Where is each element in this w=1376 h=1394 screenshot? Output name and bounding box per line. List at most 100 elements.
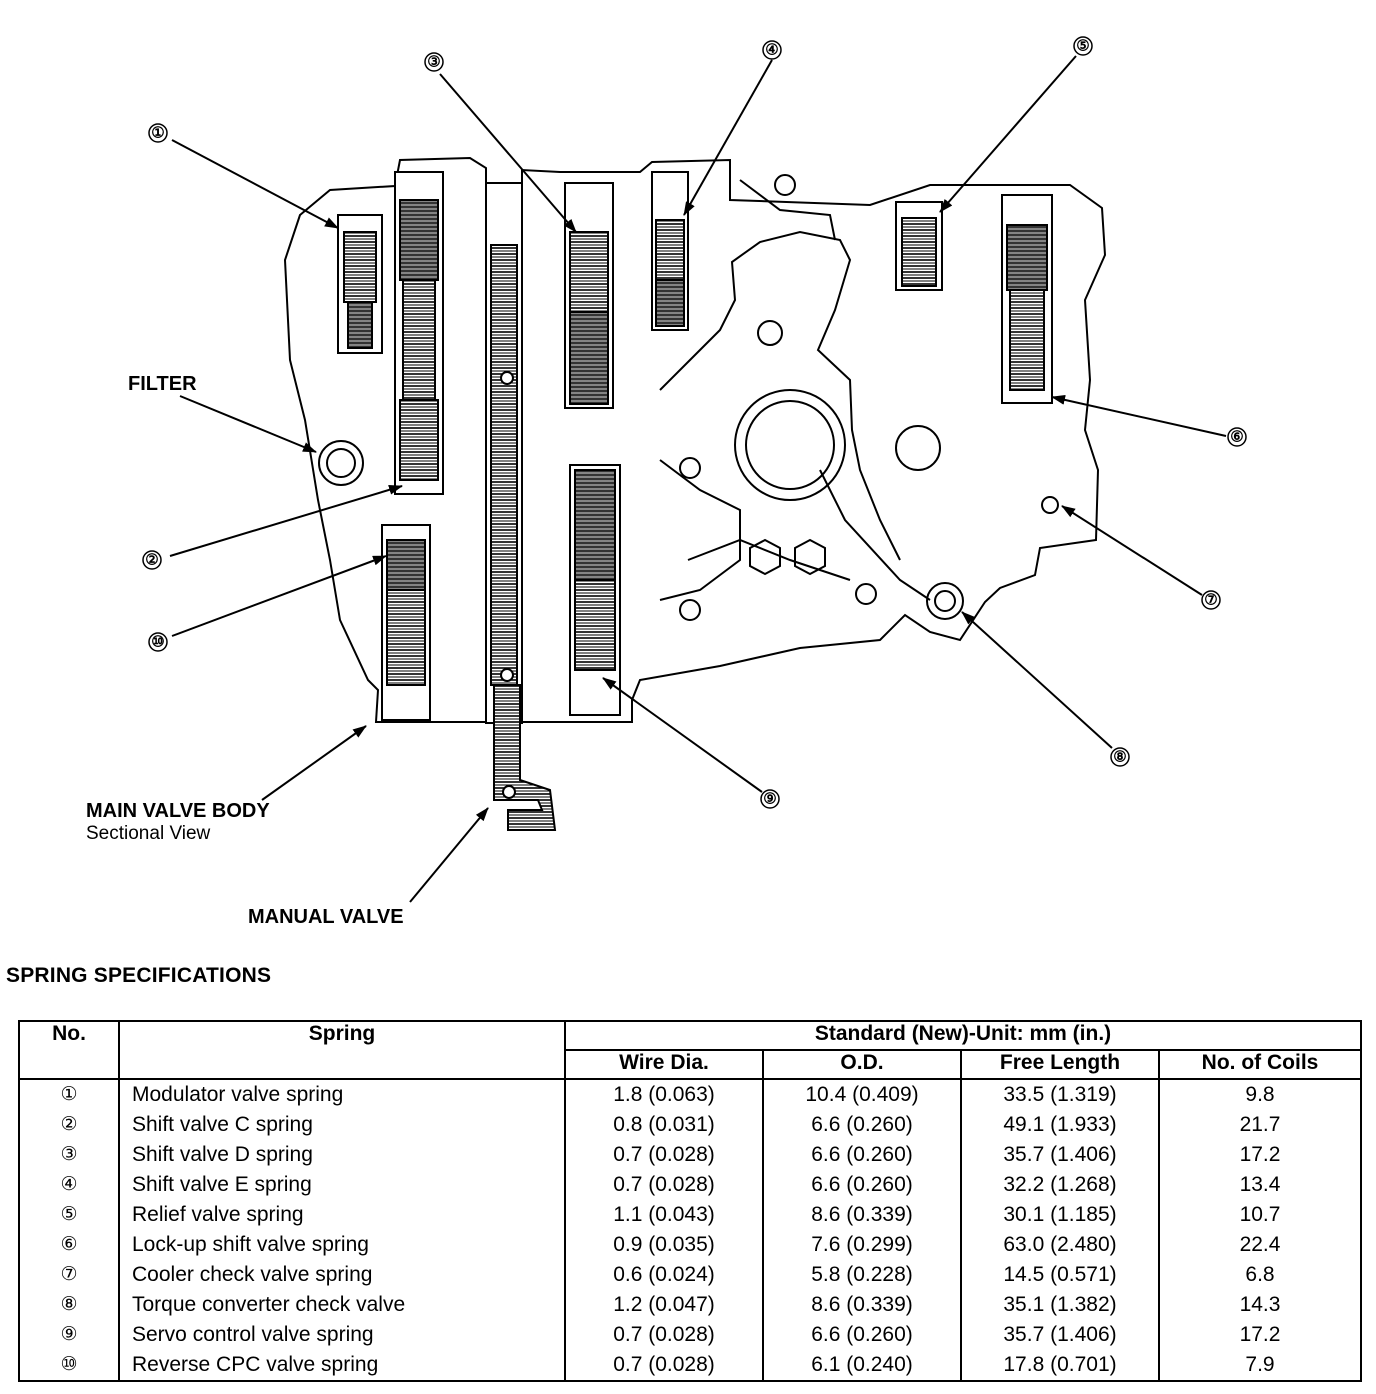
svg-text:④: ④ [765,42,778,59]
valve-body-holes [318,174,1059,621]
svg-text:⑤: ⑤ [1076,38,1089,55]
outer-diameter-cell: 6.6 (0.260) [762,1320,962,1350]
row-number-cell: ⑧ [18,1290,120,1320]
svg-text:②: ② [145,552,158,569]
callout-6: ⑥ [1227,427,1247,447]
spring-name-cell: Reverse CPC valve spring [118,1350,566,1381]
coil-count-cell: 14.3 [1157,1290,1363,1320]
row-number-cell: ④ [18,1170,120,1200]
outer-diameter-cell: 8.6 (0.339) [762,1200,962,1230]
row-number-cell: ⑦ [18,1260,120,1290]
free-length-cell: 35.7 (1.406) [960,1320,1160,1350]
valve-body-outline [283,156,1107,723]
row-number-cell: ① [18,1079,120,1110]
coil-count-cell: 10.7 [1157,1200,1363,1230]
outer-diameter-cell: 6.6 (0.260) [762,1140,962,1170]
callout-1: ① [148,123,168,143]
outer-diameter-cell: 8.6 (0.339) [762,1290,962,1320]
row-number-cell: ③ [18,1140,120,1170]
svg-text:①: ① [151,125,164,142]
wire-dia-cell: 0.7 (0.028) [564,1140,764,1170]
wire-dia-cell: 0.9 (0.035) [564,1230,764,1260]
callout-9: ⑨ [760,789,780,809]
spring-name-cell: Servo control valve spring [118,1320,566,1350]
spring-specifications-title: SPRING SPECIFICATIONS [6,964,272,987]
callout-5: ⑤ [1073,36,1093,56]
callout-3: ③ [424,52,444,72]
wire-dia-cell: 0.8 (0.031) [564,1110,764,1140]
spring-name-cell: Shift valve C spring [118,1110,566,1140]
valve-bores [337,171,1053,831]
spring-name-cell: Modulator valve spring [118,1079,566,1110]
spring-name-cell: Shift valve E spring [118,1170,566,1200]
coil-count-cell: 6.8 [1157,1260,1363,1290]
wire-dia-cell: 0.7 (0.028) [564,1320,764,1350]
wire-dia-cell: 1.8 (0.063) [564,1079,764,1110]
row-number-cell: ⑥ [18,1230,120,1260]
spring-name-cell: Torque converter check valve [118,1290,566,1320]
free-length-cell: 17.8 (0.701) [960,1350,1160,1381]
header-coils: No. of Coils [1157,1049,1363,1080]
row-number-cell: ② [18,1110,120,1140]
header-free-length: Free Length [960,1049,1160,1080]
free-length-cell: 32.2 (1.268) [960,1170,1160,1200]
callout-8: ⑧ [1110,747,1130,767]
coil-count-cell: 22.4 [1157,1230,1363,1260]
wire-dia-cell: 0.7 (0.028) [564,1350,764,1381]
row-number-cell: ⑨ [18,1320,120,1350]
outer-diameter-cell: 6.6 (0.260) [762,1110,962,1140]
coil-count-cell: 21.7 [1157,1110,1363,1140]
coil-count-cell: 17.2 [1157,1140,1363,1170]
sectional-view-label: Sectional View [86,823,211,844]
row-number-cell: ⑤ [18,1200,120,1230]
spring-name-cell: Shift valve D spring [118,1140,566,1170]
spring-name-cell: Cooler check valve spring [118,1260,566,1290]
svg-text:③: ③ [427,54,440,71]
free-length-cell: 14.5 (0.571) [960,1260,1160,1290]
header-standard: Standard (New)-Unit: mm (in.) [563,1020,1363,1051]
outer-diameter-cell: 10.4 (0.409) [762,1079,962,1110]
wire-dia-cell: 0.7 (0.028) [564,1170,764,1200]
svg-text:⑥: ⑥ [1230,429,1243,446]
wire-dia-cell: 1.2 (0.047) [564,1290,764,1320]
callout-2: ② [142,550,162,570]
main-valve-body-label: MAIN VALVE BODY [86,800,270,822]
callout-markers: ① ② ③ ④ ⑤ ⑥ ⑦ ⑧ ⑨ ⑩ [142,36,1247,809]
free-length-cell: 49.1 (1.933) [960,1110,1160,1140]
svg-text:⑩: ⑩ [151,634,164,651]
header-od: O.D. [762,1049,962,1080]
wire-dia-cell: 0.6 (0.024) [564,1260,764,1290]
header-spring: Spring [118,1020,566,1080]
coil-count-cell: 13.4 [1157,1170,1363,1200]
valve-body-diagram: ① ② ③ ④ ⑤ ⑥ ⑦ ⑧ ⑨ ⑩ FILTER MAIN VALVE BO… [86,36,1247,928]
svg-text:⑦: ⑦ [1204,592,1217,609]
spring-name-cell: Relief valve spring [118,1200,566,1230]
outer-diameter-cell: 7.6 (0.299) [762,1230,962,1260]
header-wire-dia: Wire Dia. [564,1049,764,1080]
outer-diameter-cell: 5.8 (0.228) [762,1260,962,1290]
coil-count-cell: 9.8 [1157,1079,1363,1110]
outer-diameter-cell: 6.1 (0.240) [762,1350,962,1381]
filter-label: FILTER [128,373,197,395]
free-length-cell: 35.1 (1.382) [960,1290,1160,1320]
spring-spec-table: No. Spring Standard (New)-Unit: mm (in.)… [18,1020,1363,1382]
coil-count-cell: 17.2 [1157,1320,1363,1350]
header-no: No. [18,1020,120,1080]
spring-name-cell: Lock-up shift valve spring [118,1230,566,1260]
free-length-cell: 33.5 (1.319) [960,1079,1160,1110]
wire-dia-cell: 1.1 (0.043) [564,1200,764,1230]
row-number-cell: ⑩ [18,1350,120,1381]
coil-count-cell: 7.9 [1157,1350,1363,1381]
svg-text:⑨: ⑨ [763,791,776,808]
leader-arrows [169,55,1227,903]
